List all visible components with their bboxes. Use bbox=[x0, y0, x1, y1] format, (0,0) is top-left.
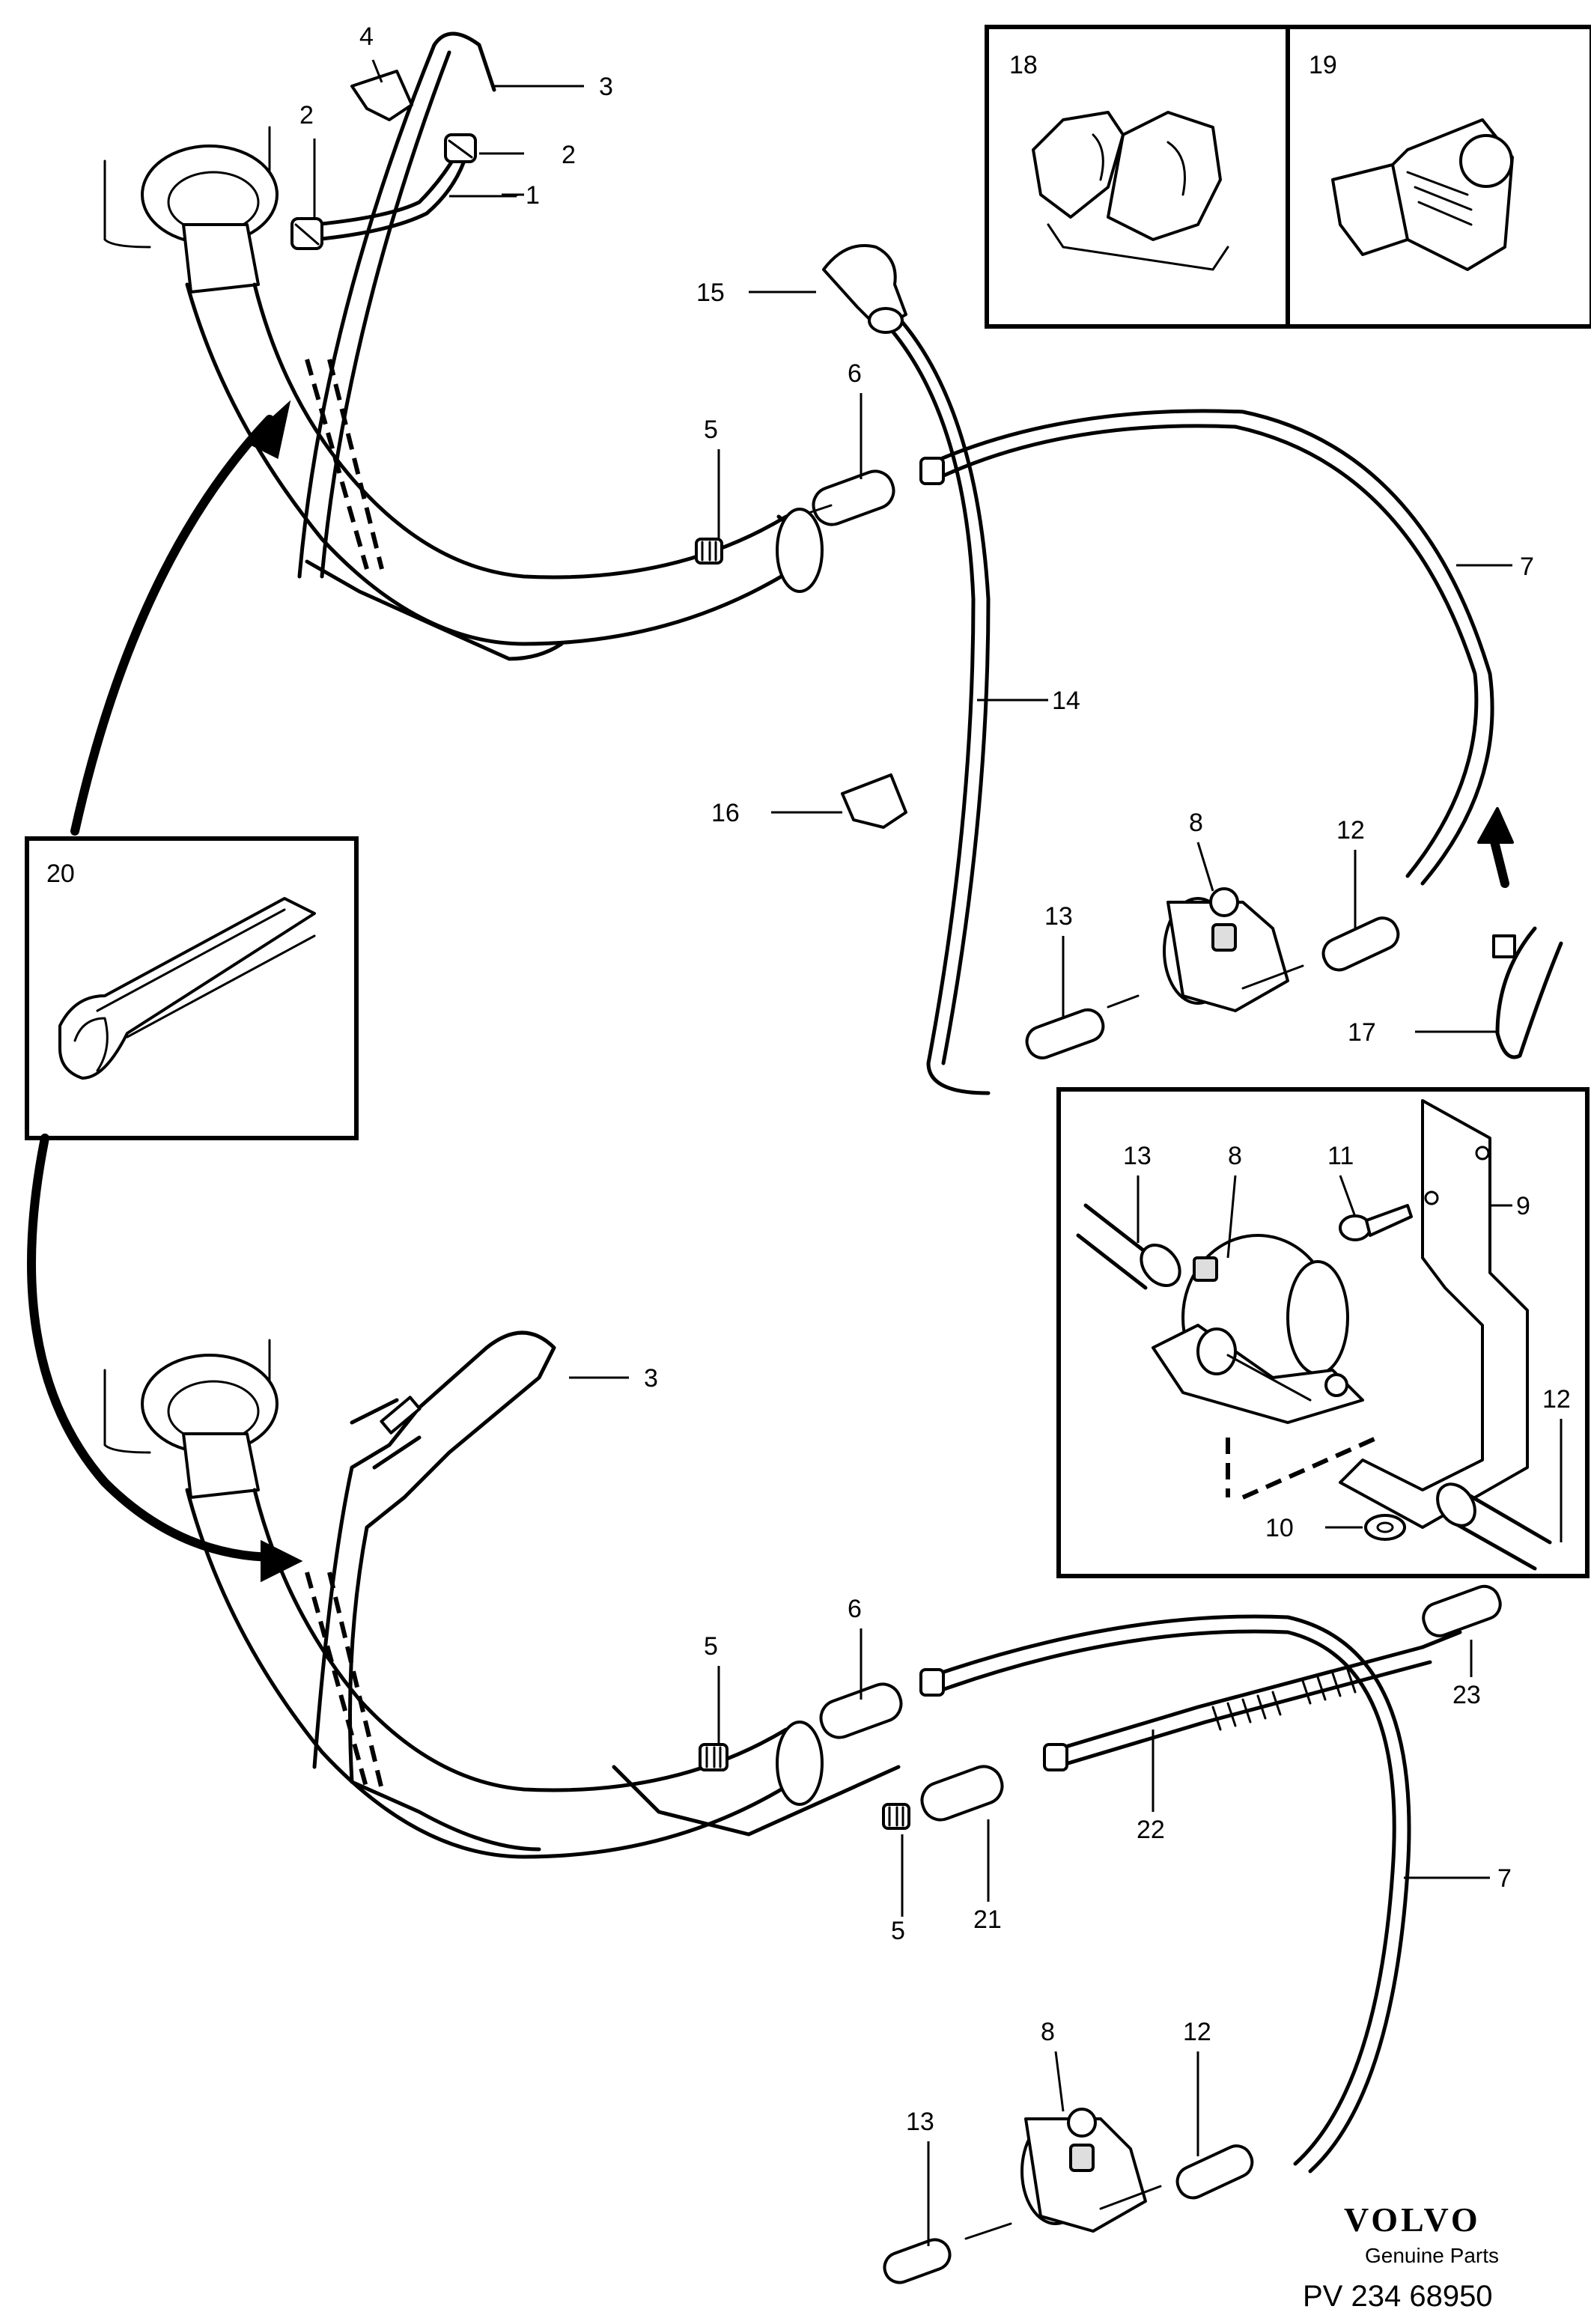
callout-14: 14 bbox=[1052, 687, 1080, 715]
leader-lines bbox=[313, 59, 1563, 2246]
callout-2-lower: 2 bbox=[299, 101, 314, 130]
spring-22 bbox=[1211, 1668, 1357, 1731]
grommet-lower-b bbox=[882, 1803, 910, 1830]
screw-11-detail bbox=[1339, 1204, 1413, 1241]
hose-clamp-lower bbox=[290, 217, 323, 250]
upper-assembly bbox=[103, 31, 1563, 1095]
callout-8-inset: 8 bbox=[1228, 1142, 1242, 1170]
inset-18-19 bbox=[985, 25, 1591, 329]
bracket-9-detail bbox=[1339, 1099, 1529, 1529]
callout-1: 1 bbox=[526, 181, 540, 210]
callout-7-upper: 7 bbox=[1520, 553, 1534, 581]
hose-connector-23 bbox=[1422, 1584, 1502, 1637]
hose-connector-12-lower bbox=[1175, 2144, 1254, 2200]
callout-8-lower: 8 bbox=[1041, 2018, 1055, 2046]
callout-12-inset: 12 bbox=[1542, 1385, 1571, 1414]
hose-connector-upper bbox=[812, 469, 895, 526]
inset-pump-detail bbox=[1056, 1087, 1590, 1578]
inset-20 bbox=[25, 836, 359, 1140]
clip-19-detail bbox=[1331, 118, 1514, 271]
clip-4 bbox=[350, 70, 413, 121]
washer-pump-upper bbox=[1163, 887, 1304, 1012]
hose-connector-21 bbox=[920, 1765, 1004, 1822]
callout-20: 20 bbox=[46, 860, 75, 888]
hose-connector-12-upper bbox=[1321, 916, 1400, 972]
washer-hose-7 bbox=[926, 409, 1494, 886]
hose-clamp-upper bbox=[444, 133, 477, 163]
vent-pipe-lower bbox=[312, 1330, 556, 1852]
callout-2-upper: 2 bbox=[562, 141, 576, 169]
washer-10-detail bbox=[1364, 1514, 1406, 1541]
filler-neck-lower bbox=[103, 1339, 824, 1859]
edge-trim-20-detail bbox=[58, 897, 316, 1080]
callout-17: 17 bbox=[1348, 1018, 1376, 1047]
washer-pump-lower bbox=[1020, 2108, 1162, 2233]
callout-6-upper: 6 bbox=[848, 359, 862, 388]
filler-neck-upper bbox=[103, 126, 824, 646]
callout-5-upper: 5 bbox=[704, 416, 718, 444]
callout-11: 11 bbox=[1327, 1142, 1354, 1170]
callout-9: 9 bbox=[1516, 1192, 1530, 1220]
clip-16 bbox=[841, 773, 907, 829]
callout-12-lower: 12 bbox=[1183, 2018, 1211, 2046]
diagram-code: PV 234 68950 bbox=[1303, 2280, 1493, 2313]
callout-3-upper: 3 bbox=[599, 73, 613, 101]
lower-assembly bbox=[103, 1330, 1502, 2284]
callout-3-lower: 3 bbox=[644, 1364, 658, 1393]
hose-13-detail bbox=[1076, 1203, 1181, 1290]
callout-13-upper: 13 bbox=[1044, 902, 1073, 931]
grommet-upper bbox=[695, 538, 723, 565]
hose-connector-lower bbox=[819, 1682, 903, 1739]
callout-5-lower-b: 5 bbox=[891, 1917, 905, 1945]
brand-logo: VOLVO bbox=[1344, 2200, 1481, 2239]
grommet-lower-a bbox=[699, 1743, 728, 1771]
callout-13-inset: 13 bbox=[1123, 1142, 1152, 1170]
breather-hose-1 bbox=[312, 151, 459, 227]
cable-tie-17 bbox=[1495, 926, 1563, 1059]
callout-4: 4 bbox=[359, 22, 374, 51]
callout-7-lower: 7 bbox=[1497, 1864, 1512, 1893]
vent-pipe-upper bbox=[305, 559, 564, 661]
callout-6-lower: 6 bbox=[848, 1595, 862, 1623]
callout-16: 16 bbox=[711, 799, 740, 827]
callout-8-upper: 8 bbox=[1189, 809, 1203, 837]
callout-15: 15 bbox=[696, 279, 725, 307]
washer-hose-22 bbox=[1046, 1645, 1425, 1754]
callout-5-lower-a: 5 bbox=[704, 1632, 718, 1661]
callout-10: 10 bbox=[1265, 1514, 1294, 1542]
hose-12-detail bbox=[1436, 1482, 1552, 1571]
callout-12-upper: 12 bbox=[1336, 816, 1365, 845]
brand-subtitle: Genuine Parts bbox=[1365, 2244, 1499, 2267]
clip-18-detail bbox=[1032, 111, 1229, 271]
arrow-to-upper-neck bbox=[70, 415, 274, 836]
footer: VOLVO Genuine Parts PV 234 68950 bbox=[1303, 2200, 1499, 2313]
callout-22: 22 bbox=[1137, 1816, 1165, 1844]
callout-23: 23 bbox=[1452, 1681, 1481, 1709]
callout-numbers: 1 2 2 3 3 4 5 5 5 6 6 7 7 8 8 8 9 10 11 … bbox=[46, 22, 1571, 2136]
hose-connector-13-lower bbox=[883, 2238, 952, 2284]
callout-18: 18 bbox=[1009, 51, 1038, 79]
washer-hose-14 bbox=[889, 327, 991, 1095]
washer-pump-detail bbox=[1152, 1234, 1364, 1424]
arrow-to-lower-neck bbox=[27, 1134, 282, 1562]
hose-connector-13-upper bbox=[1025, 1008, 1105, 1059]
callout-21: 21 bbox=[973, 1905, 1002, 1934]
washer-hose-7-lower bbox=[926, 1614, 1411, 2174]
callout-13-lower: 13 bbox=[906, 2108, 934, 2136]
callout-19: 19 bbox=[1309, 51, 1337, 79]
